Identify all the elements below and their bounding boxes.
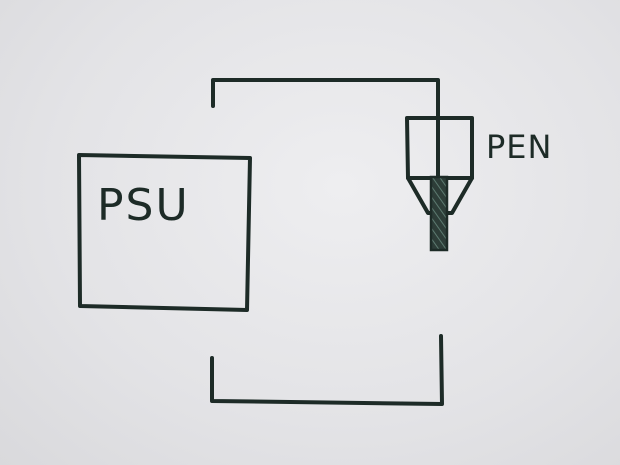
- psu-label: PSU: [97, 180, 190, 231]
- psu-box: PSU: [77, 153, 252, 312]
- top-wire: [211, 78, 440, 182]
- pen-electrode: [429, 175, 449, 252]
- pen-label: PEN: [486, 128, 552, 166]
- bottom-wire: [210, 334, 444, 406]
- pen: PEN: [405, 116, 552, 252]
